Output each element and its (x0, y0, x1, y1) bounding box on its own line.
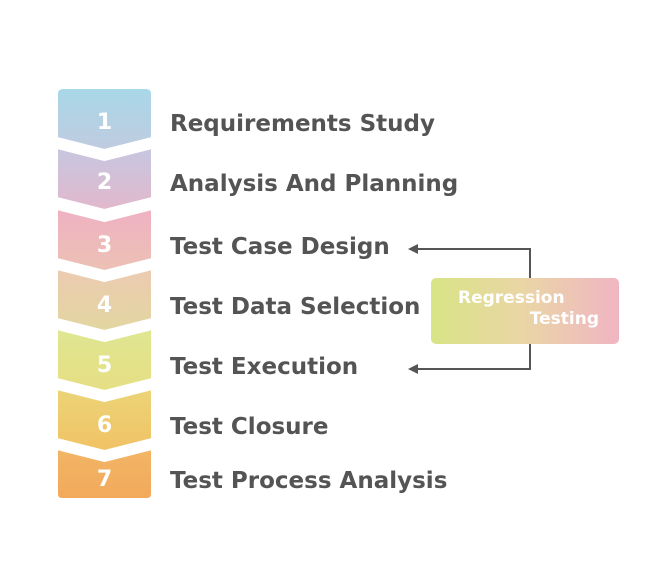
step-4-chevron (56, 268, 153, 332)
step-1-chevron (56, 87, 153, 151)
regression-testing-box: Regression Testing (431, 278, 619, 344)
step-6-number: 6 (96, 413, 113, 438)
regression-label-line1: Regression (458, 288, 565, 308)
step-2-label: Analysis And Planning (170, 171, 459, 197)
step-7-number: 7 (96, 467, 113, 492)
step-2-chevron (56, 147, 153, 211)
step-2-number: 2 (96, 170, 113, 195)
step-6-label: Test Closure (170, 414, 329, 440)
arrow-to-test-execution-icon (408, 364, 418, 374)
step-6-chevron (56, 388, 153, 452)
step-3-chevron (56, 208, 153, 272)
connector-line-bottom (416, 344, 531, 370)
step-5-chevron (56, 328, 153, 392)
regression-connector (408, 244, 531, 374)
step-1-label: Requirements Study (170, 111, 435, 137)
connector-line-top (416, 248, 531, 278)
step-1-number: 1 (96, 110, 113, 135)
step-4-number: 4 (96, 293, 113, 318)
step-7-label: Test Process Analysis (170, 468, 448, 494)
arrow-to-test-case-design-icon (408, 244, 418, 254)
step-4-label: Test Data Selection (170, 294, 421, 320)
regression-label-line2: Testing (529, 309, 599, 329)
step-7-chevron (56, 448, 153, 500)
step-3-label: Test Case Design (170, 234, 390, 260)
step-5-label: Test Execution (170, 354, 359, 380)
step-3-number: 3 (96, 233, 113, 258)
step-5-number: 5 (96, 353, 113, 378)
